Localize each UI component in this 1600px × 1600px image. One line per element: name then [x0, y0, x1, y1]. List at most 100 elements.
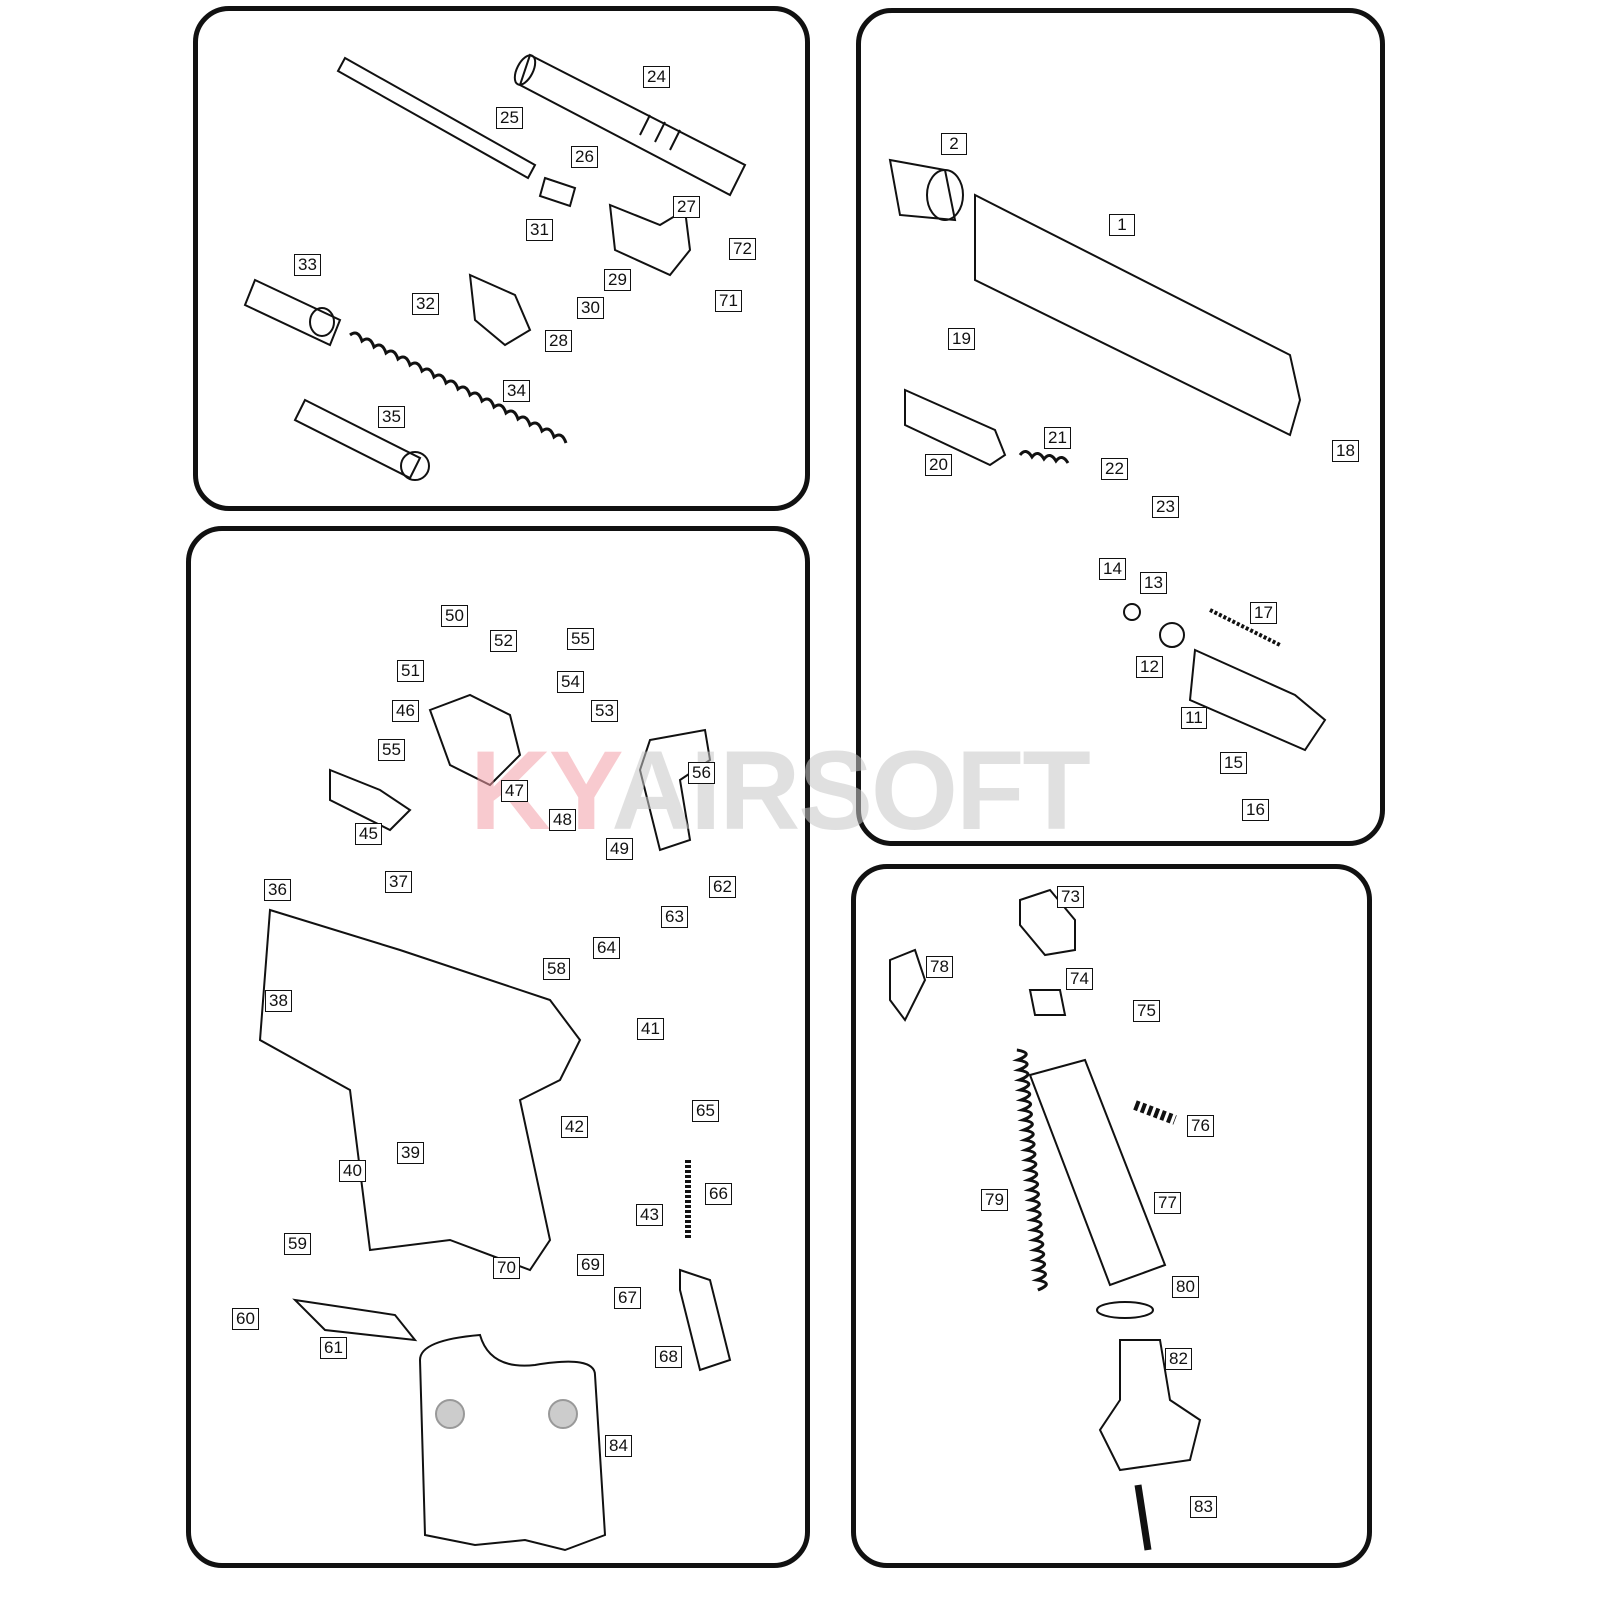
nozzle-spring — [1018, 450, 1070, 464]
panel-barrel-group — [193, 6, 810, 511]
part-number-label: 68 — [655, 1346, 682, 1368]
fill-valve — [1133, 1100, 1177, 1125]
part-number-label: 17 — [1250, 602, 1277, 624]
part-number-label: 36 — [264, 879, 291, 901]
part-number-label: 74 — [1066, 968, 1093, 990]
part-number-label: 76 — [1187, 1115, 1214, 1137]
part-number-label: 45 — [355, 823, 382, 845]
magazine-oring — [1096, 1301, 1154, 1319]
part-number-label: 49 — [606, 838, 633, 860]
panel-frame-group — [186, 526, 810, 1568]
magazine-base — [1098, 1339, 1202, 1472]
valve-knocker — [1028, 989, 1067, 1016]
part-number-label: 2 — [941, 133, 967, 155]
part-number-label: 40 — [339, 1160, 366, 1182]
part-number-label: 13 — [1140, 572, 1167, 594]
watermark-part2: AIRSOFT — [611, 728, 1091, 853]
part-number-label: 63 — [661, 906, 688, 928]
part-number-label: 58 — [543, 958, 570, 980]
slide-stop — [292, 1298, 418, 1342]
part-number-label: 70 — [493, 1257, 520, 1279]
part-number-label: 77 — [1154, 1192, 1181, 1214]
part-number-label: 82 — [1165, 1348, 1192, 1370]
part-number-label: 80 — [1172, 1276, 1199, 1298]
part-number-label: 71 — [715, 290, 742, 312]
hop-up-rubber — [538, 176, 577, 208]
part-number-label: 39 — [397, 1142, 424, 1164]
part-number-label: 75 — [1133, 1000, 1160, 1022]
part-number-label: 35 — [378, 406, 405, 428]
part-number-label: 60 — [232, 1308, 259, 1330]
part-number-label: 22 — [1101, 458, 1128, 480]
part-number-label: 61 — [320, 1337, 347, 1359]
part-number-label: 42 — [561, 1116, 588, 1138]
part-number-label: 37 — [385, 871, 412, 893]
part-number-label: 21 — [1044, 427, 1071, 449]
part-number-label: 72 — [729, 238, 756, 260]
gear — [1159, 622, 1185, 648]
muzzle-cap — [888, 158, 957, 222]
part-number-label: 50 — [441, 605, 468, 627]
part-number-label: 31 — [526, 219, 553, 241]
part-number-label: 24 — [643, 66, 670, 88]
part-number-label: 54 — [557, 671, 584, 693]
part-number-label: 52 — [490, 630, 517, 652]
watermark-part1: KY — [470, 728, 613, 853]
spring-guide — [293, 398, 422, 480]
part-number-label: 46 — [392, 700, 419, 722]
magazine-body — [1028, 1058, 1167, 1287]
part-number-label: 28 — [545, 330, 572, 352]
part-number-label: 23 — [1152, 496, 1179, 518]
part-number-label: 69 — [577, 1254, 604, 1276]
part-number-label: 30 — [577, 297, 604, 319]
part-number-label: 43 — [636, 1204, 663, 1226]
part-number-label: 83 — [1190, 1496, 1217, 1518]
part-number-label: 11 — [1181, 707, 1207, 729]
slide — [974, 193, 1302, 437]
recoil-spring-guide — [243, 278, 342, 347]
part-number-label: 41 — [637, 1018, 664, 1040]
magazine-spring — [1012, 1048, 1048, 1292]
panel-slide-group — [856, 8, 1385, 846]
part-number-label: 67 — [614, 1287, 641, 1309]
magazine-lip — [1019, 888, 1076, 957]
part-number-label: 27 — [673, 196, 700, 218]
beavertail — [638, 728, 712, 852]
grip-medallion-right — [548, 1399, 578, 1429]
valve-spring — [1209, 608, 1281, 647]
part-number-label: 53 — [591, 700, 618, 722]
blowback-housing — [1188, 648, 1327, 752]
panel-magazine-group — [851, 864, 1372, 1568]
part-number-label: 15 — [1220, 752, 1247, 774]
part-number-label: 65 — [692, 1100, 719, 1122]
part-number-label: 20 — [925, 454, 952, 476]
part-number-label: 14 — [1099, 558, 1126, 580]
part-number-label: 73 — [1057, 886, 1084, 908]
safety — [329, 768, 412, 832]
part-number-label: 26 — [571, 146, 598, 168]
part-number-label: 18 — [1332, 440, 1359, 462]
part-number-label: 84 — [605, 1435, 632, 1457]
barrel-bushing-part — [468, 273, 532, 347]
nozzle — [904, 388, 1007, 467]
part-number-label: 16 — [1242, 799, 1269, 821]
part-number-label: 29 — [604, 269, 631, 291]
part-number-label: 34 — [503, 380, 530, 402]
part-number-label: 47 — [501, 780, 528, 802]
hammer-housing — [428, 693, 522, 787]
part-number-label: 79 — [981, 1189, 1008, 1211]
grip-medallion-left — [435, 1399, 465, 1429]
part-number-label: 66 — [705, 1183, 732, 1205]
magazine-bolt — [1134, 1484, 1152, 1551]
frame — [258, 908, 582, 1272]
part-number-label: 1 — [1109, 214, 1135, 236]
part-number-label: 62 — [709, 876, 736, 898]
part-number-label: 48 — [549, 809, 576, 831]
watermark: KYAIRSOFT — [470, 735, 1091, 847]
inner-barrel — [336, 56, 537, 180]
part-number-label: 78 — [926, 956, 953, 978]
part-number-label: 25 — [496, 107, 523, 129]
outer-barrel — [513, 53, 747, 197]
